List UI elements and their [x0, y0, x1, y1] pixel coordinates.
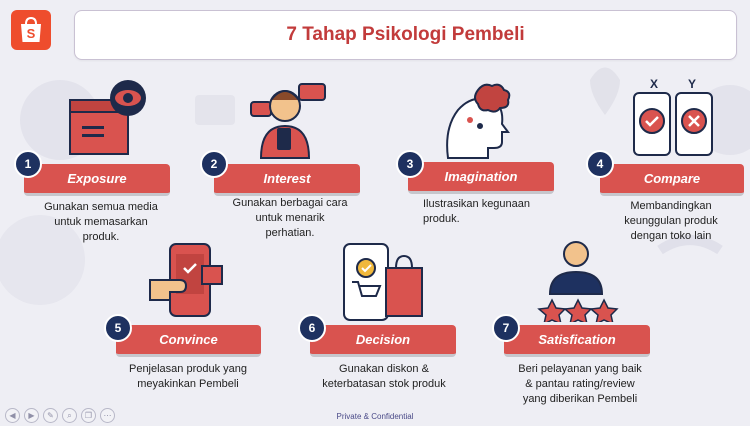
step-label: Decision	[310, 325, 456, 357]
step-number: 3	[396, 150, 424, 178]
hand-phone-icon	[149, 243, 223, 317]
step-description: Gunakan semua media untuk memasarkan pro…	[44, 201, 158, 243]
title-banner: 7 Tahap Psikologi Pembeli	[74, 10, 737, 60]
phone-cart-bag-icon	[343, 243, 423, 321]
svg-text:S: S	[27, 26, 36, 41]
next-slide-button[interactable]: ▶	[24, 408, 39, 423]
page-title: 7 Tahap Psikologi Pembeli	[286, 24, 525, 45]
zoom-button[interactable]: ⌕	[62, 408, 77, 423]
copy-button[interactable]: ❐	[81, 408, 96, 423]
step-label: Interest	[214, 164, 360, 196]
compare-label-x: X	[650, 77, 658, 91]
box-eye-icon	[69, 80, 146, 155]
step-number: 5	[104, 314, 132, 342]
compare-phones-icon: X Y	[633, 77, 713, 156]
person-phone-chat-icon	[250, 83, 326, 159]
shopee-logo: S	[11, 10, 51, 50]
step-number: 6	[298, 314, 326, 342]
previous-slide-button[interactable]: ◀	[5, 408, 20, 423]
step-label: Exposure	[24, 164, 170, 196]
step-number: 7	[492, 314, 520, 342]
head-thinking-icon	[446, 83, 511, 159]
step-label: Convince	[116, 325, 261, 357]
pen-tool-button[interactable]: ✎	[43, 408, 58, 423]
step-label: Satisfication	[504, 325, 650, 357]
step-description: Beri pelayanan yang baik & pantau rating…	[518, 363, 642, 405]
step-label: Compare	[600, 164, 744, 196]
footer-confidential: Private & Confidential	[336, 412, 414, 421]
step-number: 2	[200, 150, 228, 178]
step-description: Ilustrasikan kegunaan produk.	[423, 198, 531, 225]
more-options-button[interactable]: ⋯	[100, 408, 115, 423]
shopping-bag-logo-icon: S	[21, 16, 41, 42]
step-number: 1	[14, 150, 42, 178]
step-label: Imagination	[408, 162, 554, 194]
compare-label-y: Y	[688, 77, 696, 91]
slide-toolbar: ◀ ▶ ✎ ⌕ ❐ ⋯	[5, 408, 115, 423]
user-rating-stars-icon	[537, 241, 619, 322]
step-description: Penjelasan produk yang meyakinkan Pembel…	[128, 363, 248, 390]
step-description: Gunakan berbagai cara untuk menarik perh…	[232, 197, 348, 239]
step-description: Membandingkan keunggulan produk dengan t…	[624, 200, 718, 242]
step-number: 4	[586, 150, 614, 178]
step-description: Gunakan diskon & keterbatasan stok produ…	[322, 363, 446, 390]
